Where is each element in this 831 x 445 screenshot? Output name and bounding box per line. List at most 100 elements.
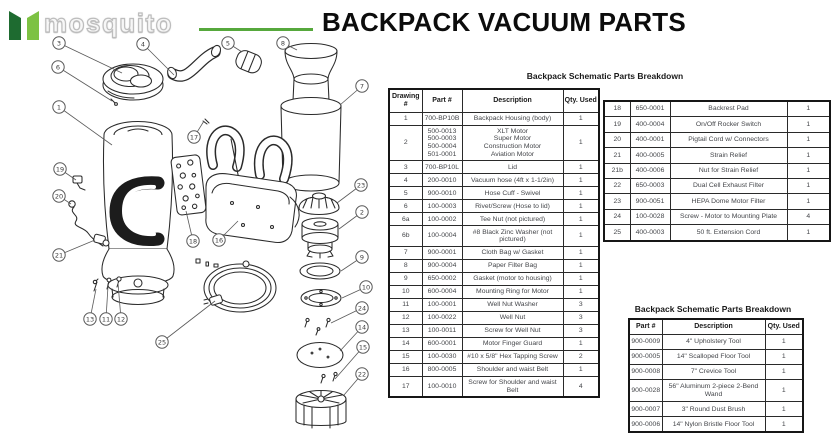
callout-17: 17 [187,120,205,144]
cell: 3 [562,310,600,325]
part-harness [202,118,300,243]
svg-text:18: 18 [189,237,197,245]
cell: 14" Nylon Bristle Floor Tool [661,416,766,433]
cell: 1 [764,416,804,433]
part-hepa-dome-filter [298,192,340,216]
cell: Rivet/Screw (Hose to lid) [461,199,564,214]
callout-25: 25 [155,300,216,349]
cell: 1 [562,160,600,175]
logo-wordmark: mosquito [43,7,173,38]
cell: 650-0002 [421,271,463,286]
cell: 1 [764,348,804,365]
cell: #10 x 5/8" Hex Tapping Screw [461,349,564,364]
cell: 10 [388,284,423,299]
cell: 2 [562,349,600,364]
cell: Motor Finger Guard [461,336,564,351]
cell: #8 Black Zinc Washer (not pictured) [461,225,564,247]
svg-text:8: 8 [281,39,285,47]
callout-14: 14 [339,320,369,352]
cell: 650-0001 [629,100,671,118]
part-filter-bag [280,42,342,192]
svg-text:21: 21 [55,251,63,259]
svg-text:3: 3 [57,39,61,47]
part-strain-relief [93,233,110,247]
svg-text:15: 15 [359,343,367,351]
svg-text:23: 23 [357,181,365,189]
cell: 6b [388,225,423,247]
cell: 56" Aluminum 2-piece 2-Bend Wand [661,378,766,403]
cell: Paper Filter Bag [461,258,564,273]
cell: Screw for Well Nut [461,323,564,338]
cell: 100-0011 [421,323,463,338]
callout-15: 15 [334,340,370,380]
callout-2: 2 [338,205,369,230]
svg-text:6: 6 [56,63,60,71]
cell: 20 [603,131,631,149]
part-hose [167,44,222,82]
brand-logo: mosquito [8,5,173,41]
svg-text:2: 2 [360,208,364,216]
cell: 600-0001 [421,336,463,351]
cell: 1 [562,258,600,273]
cell: 1 [786,131,831,149]
callout-22: 22 [343,367,369,396]
cell: 1 [786,224,831,242]
cell: 900-0051 [629,193,671,210]
cell: 600-0004 [421,284,463,299]
cell: Hose Cuff - Swivel [461,186,564,201]
cell: 5 [388,186,423,201]
cell: 900-0008 [628,363,663,380]
cell: 900-0009 [628,333,663,350]
cell: 22 [603,177,631,195]
column-header: Qty. Used [764,318,804,335]
cell: 8 [388,258,423,273]
callout-11: 11 [99,285,113,326]
svg-text:9: 9 [360,253,364,261]
cell: 100-0022 [421,310,463,325]
cell: Pigtail Cord w/ Connectors [669,131,788,149]
cell: 1 [562,284,600,299]
cell: 1 [562,271,600,286]
cell: 1 [764,378,804,403]
callout-4: 4 [136,37,175,76]
part-motor [301,217,339,259]
part-rocker-switch [72,175,86,191]
schematic-table-title: Backpack Schematic Parts Breakdown [526,71,684,81]
cell: Vacuum hose (4ft x 1-1/2in) [461,173,564,188]
svg-text:7: 7 [360,82,364,90]
column-header: Qty. Used [562,88,600,113]
exploded-parts-diagram: 3458671171920232211816131112259102414152… [51,36,373,429]
cell: 100-0001 [421,297,463,312]
cell: 650-0003 [629,177,671,195]
cell: 3 [562,297,600,312]
part-hose-cuff [235,50,262,74]
part-housing [101,120,175,306]
cell: On/Off Rocker Switch [669,116,788,133]
callout-16: 16 [212,220,239,247]
cell: 21b [603,162,631,179]
svg-text:4: 4 [141,40,145,48]
callout-9: 9 [340,250,369,272]
callout-10: 10 [341,280,373,299]
cell: 4" Upholstery Tool [661,333,766,350]
column-header: Description [661,318,766,335]
